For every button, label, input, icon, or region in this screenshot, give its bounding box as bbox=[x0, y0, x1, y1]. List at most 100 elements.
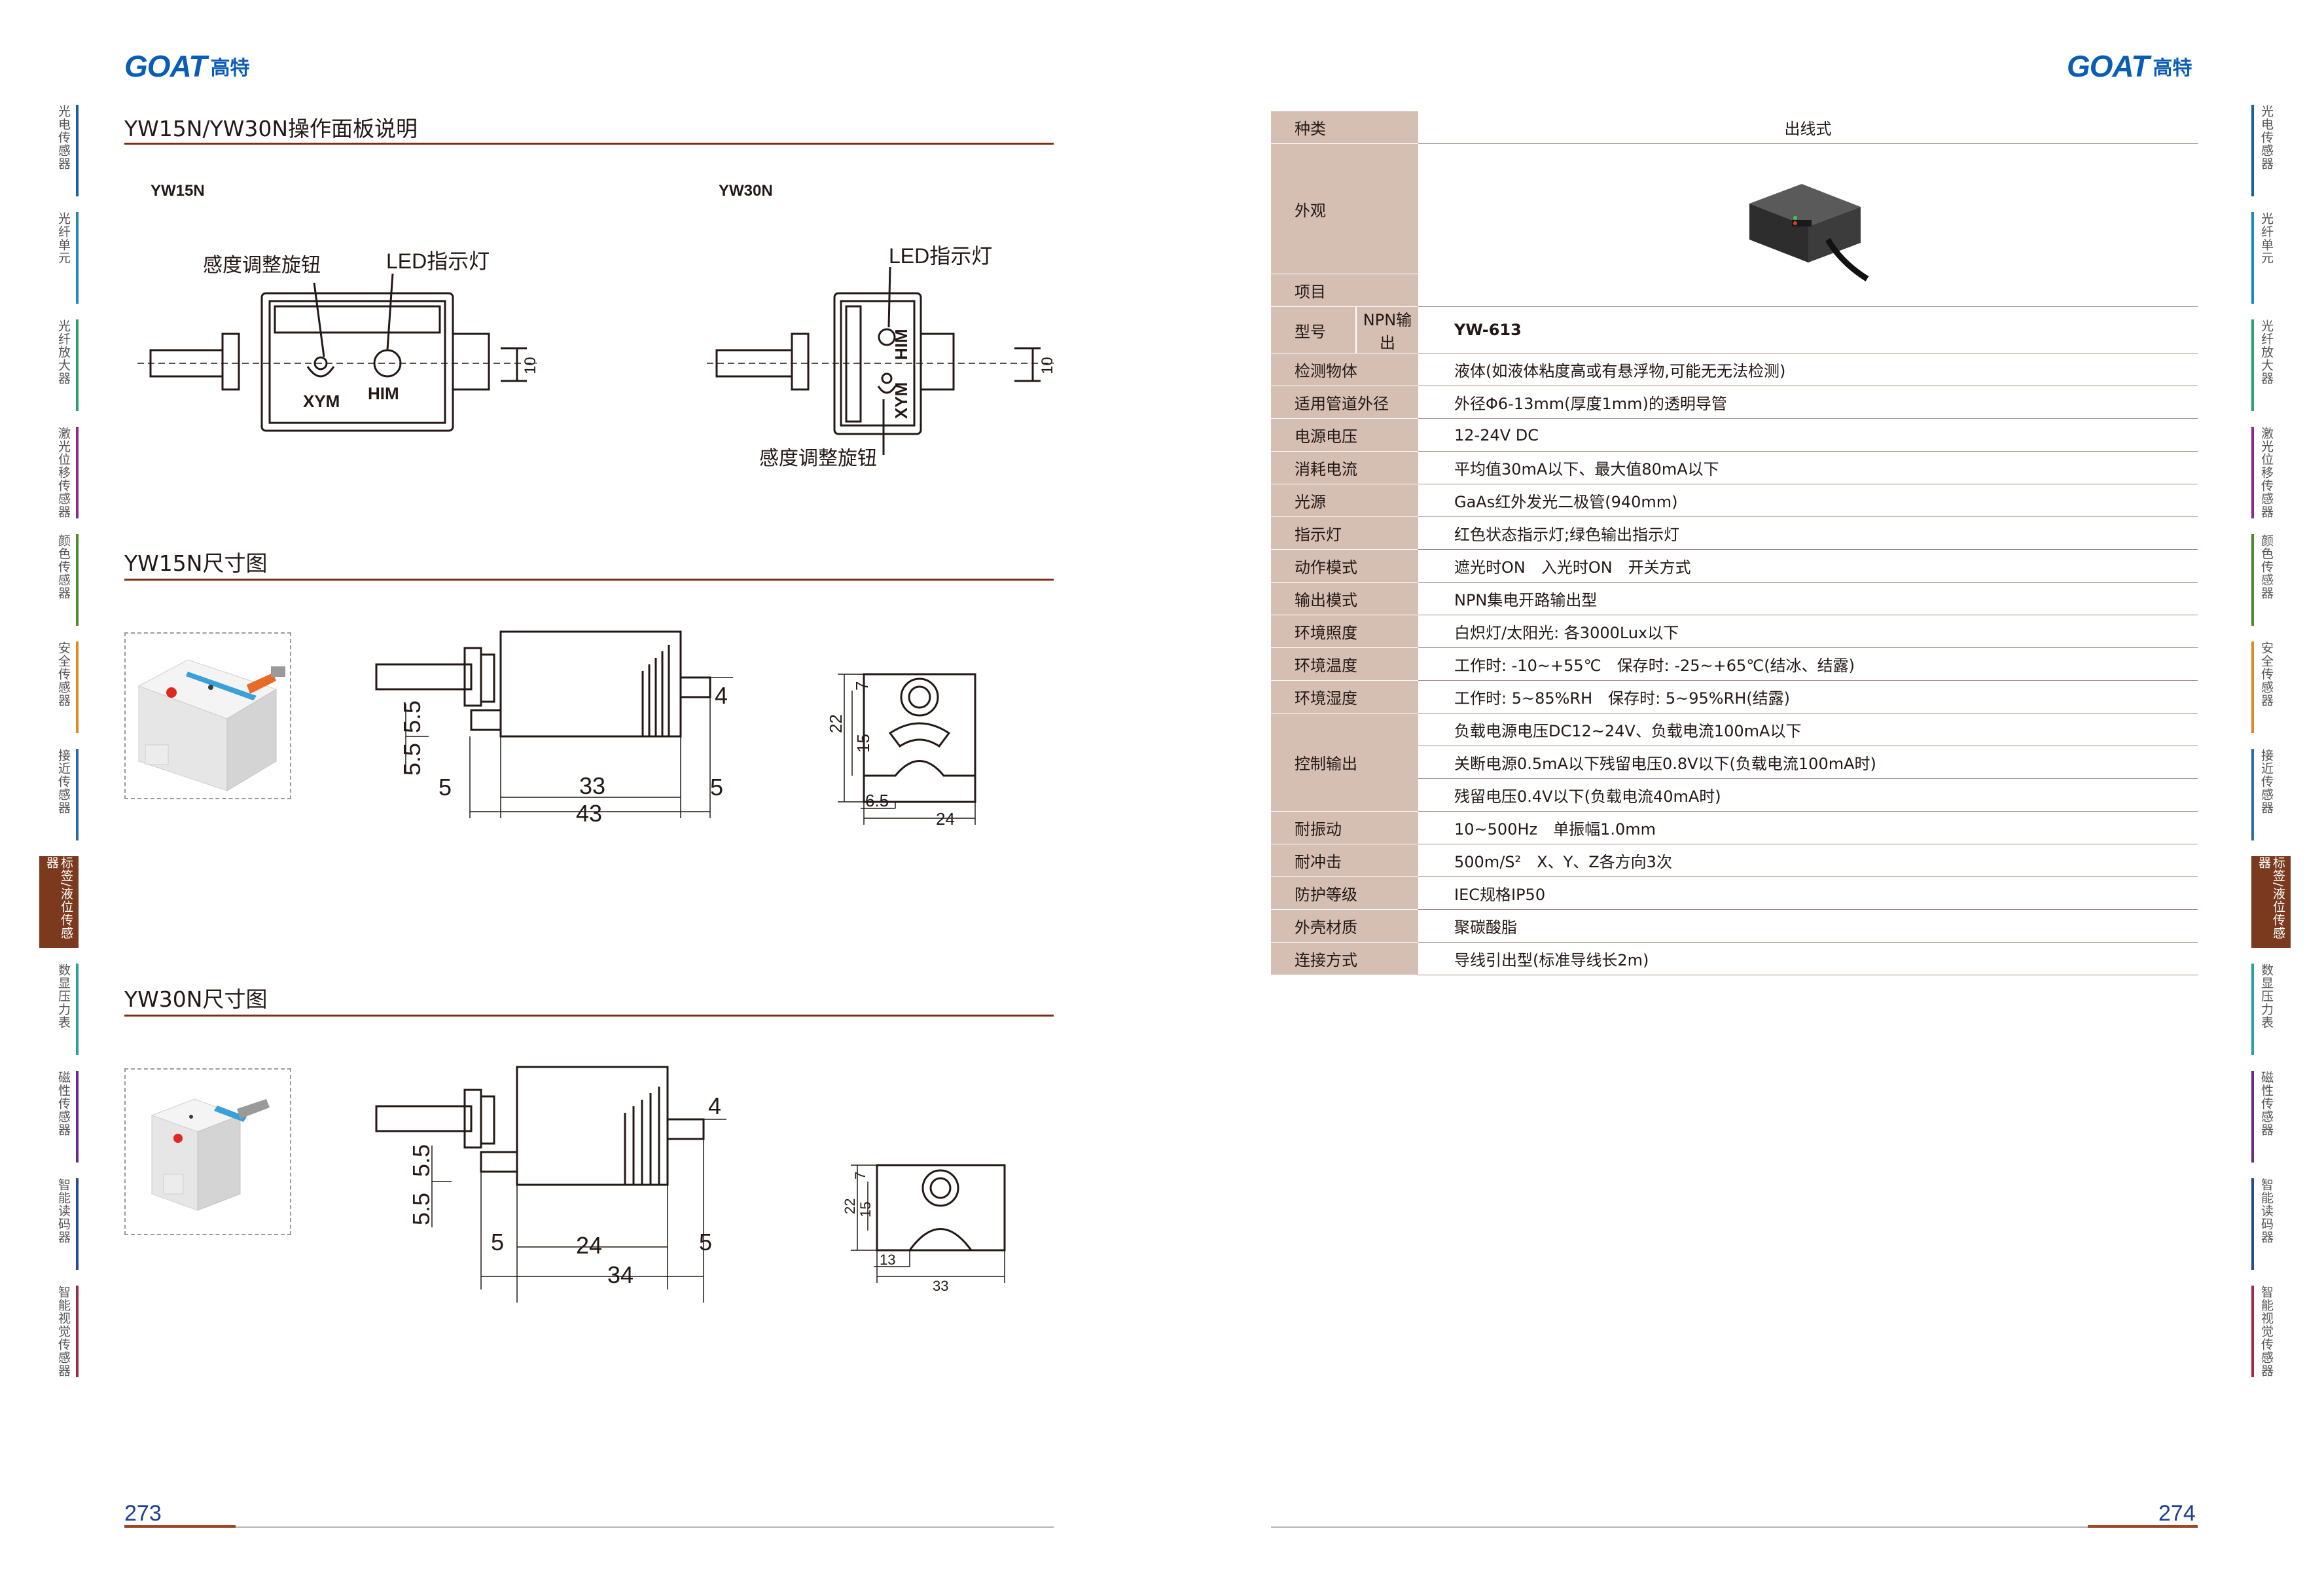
section-rule bbox=[124, 579, 1054, 581]
side-tab-color-bar bbox=[76, 319, 79, 411]
dim-6-5: 6.5 bbox=[865, 791, 889, 810]
side-tab[interactable]: 接近传感器 bbox=[2251, 749, 2291, 840]
yw15n-photo bbox=[124, 632, 291, 799]
side-tab[interactable]: 光电传感器 bbox=[39, 105, 79, 196]
side-tab[interactable]: 数显压力表 bbox=[2251, 964, 2291, 1055]
side-tab[interactable]: 颜色传感器 bbox=[2251, 534, 2291, 626]
side-tab-label: 安全传感器 bbox=[56, 641, 71, 707]
side-tab-label: 智能读码器 bbox=[56, 1178, 71, 1244]
spec-key: 耐冲击 bbox=[1271, 844, 1418, 877]
spec-key: 适用管道外径 bbox=[1271, 386, 1418, 419]
side-tab-label: 磁性传感器 bbox=[56, 1071, 71, 1136]
side-tab[interactable]: 智能读码器 bbox=[2251, 1178, 2291, 1270]
footer-accent-right bbox=[2088, 1525, 2198, 1528]
side-tab[interactable]: 磁性传感器 bbox=[2251, 1071, 2291, 1163]
side-tab[interactable]: 光纤放大器 bbox=[2251, 319, 2291, 411]
side-tab-label: 数显压力表 bbox=[56, 964, 71, 1029]
side-tab[interactable]: 标签/液位传感器 bbox=[39, 856, 79, 948]
xym-mark: XYM bbox=[303, 391, 340, 411]
dim-7: 7 bbox=[852, 1172, 868, 1180]
spec-value: 12-24V DC bbox=[1418, 418, 2198, 452]
table-row: 环境湿度工作时: 5~85%RH 保存时: 5~95%RH(结露) bbox=[1271, 680, 2198, 713]
side-tab[interactable]: 智能视觉传感器 bbox=[39, 1286, 79, 1377]
led-label-30: LED指示灯 bbox=[889, 244, 992, 268]
spec-key: 防护等级 bbox=[1271, 876, 1418, 910]
side-tab[interactable]: 光纤单元 bbox=[39, 212, 79, 304]
table-row: 指示灯红色状态指示灯;绿色输出指示灯 bbox=[1271, 516, 2198, 550]
table-row: 外壳材质聚碳酸脂 bbox=[1271, 909, 2198, 943]
table-row: 适用管道外径外径Φ6-13mm(厚度1mm)的透明导管 bbox=[1271, 386, 2198, 419]
table-row: 残留电压0.4V以下(负载电流40mA时) bbox=[1271, 778, 2198, 812]
side-tab-label: 接近传感器 bbox=[2259, 749, 2274, 814]
table-row: 控制输出负载电源电压DC12~24V、负载电流100mA以下 bbox=[1271, 713, 2198, 812]
side-tab-label: 激光位移传感器 bbox=[56, 427, 71, 518]
spec-key: 输出模式 bbox=[1271, 582, 1418, 615]
side-tab[interactable]: 光纤单元 bbox=[2251, 212, 2291, 304]
xym-mark-30: XYM bbox=[891, 382, 911, 419]
knob-label-30: 感度调整旋钮 bbox=[759, 448, 877, 469]
spec-key: 动作模式 bbox=[1271, 549, 1418, 583]
side-tab-label: 光纤单元 bbox=[56, 212, 71, 264]
side-tab[interactable]: 数显压力表 bbox=[39, 964, 79, 1055]
him-mark: HIM bbox=[368, 384, 399, 403]
side-tab-label: 颜色传感器 bbox=[2259, 534, 2274, 600]
spec-value: 外径Φ6-13mm(厚度1mm)的透明导管 bbox=[1418, 386, 2198, 419]
side-tab[interactable]: 磁性传感器 bbox=[39, 1071, 79, 1163]
side-tab-label: 光纤放大器 bbox=[2259, 319, 2274, 385]
dim-34: 34 bbox=[607, 1261, 634, 1288]
table-row: 环境温度工作时: -10~+55℃ 保存时: -25~+65℃(结冰、结露) bbox=[1271, 647, 2198, 681]
spec-value: 工作时: 5~85%RH 保存时: 5~95%RH(结露) bbox=[1418, 680, 2198, 713]
dim-4: 4 bbox=[715, 682, 728, 709]
spec-key: 项目 bbox=[1271, 274, 1418, 307]
side-tab-label: 智能视觉传感器 bbox=[2259, 1286, 2274, 1377]
spec-key: 种类 bbox=[1271, 111, 1418, 144]
side-tab[interactable]: 光纤放大器 bbox=[39, 319, 79, 411]
side-tab[interactable]: 激光位移传感器 bbox=[2251, 427, 2291, 518]
spec-subkey: NPN输出 bbox=[1355, 306, 1418, 353]
side-tab-color-bar bbox=[2251, 964, 2254, 1055]
side-tab-color-bar bbox=[76, 1178, 79, 1270]
dim-13: 13 bbox=[880, 1252, 895, 1268]
dim-33: 33 bbox=[933, 1278, 948, 1294]
spec-value: NPN集电开路输出型 bbox=[1418, 582, 2198, 615]
yw15n-label: YW15N bbox=[151, 182, 205, 200]
spec-key: 消耗电流 bbox=[1271, 451, 1418, 484]
dim-5-5-b: 5.5 bbox=[399, 743, 425, 776]
table-row: 环境照度白炽灯/太阳光: 各3000Lux以下 bbox=[1271, 615, 2198, 648]
side-tab[interactable]: 标签/液位传感器 bbox=[2251, 856, 2291, 948]
side-tab[interactable]: 安全传感器 bbox=[2251, 641, 2291, 733]
side-tab-label: 光纤放大器 bbox=[56, 319, 71, 385]
side-tab[interactable]: 智能视觉传感器 bbox=[2251, 1286, 2291, 1377]
table-row: 连接方式导线引出型(标准导线长2m) bbox=[1271, 942, 2198, 975]
side-tab-color-bar bbox=[2251, 1178, 2254, 1270]
side-tab[interactable]: 光电传感器 bbox=[2251, 105, 2291, 196]
spec-key: 环境照度 bbox=[1271, 615, 1418, 648]
side-tab[interactable]: 智能读码器 bbox=[39, 1178, 79, 1270]
side-tab[interactable]: 颜色传感器 bbox=[39, 534, 79, 626]
footer-accent-left bbox=[124, 1525, 236, 1528]
spec-key: 外壳材质 bbox=[1271, 909, 1418, 943]
product-photo bbox=[1749, 184, 1868, 281]
knob-label: 感度调整旋钮 bbox=[203, 255, 321, 276]
yw30n-panel-diagram: LED指示灯 HIM XYM 感度调整旋钮 10 bbox=[707, 244, 1056, 469]
side-tab[interactable]: 安全传感器 bbox=[39, 641, 79, 733]
yw30n-side-view: 4 5.5 5.5 5 24 5 34 bbox=[375, 1066, 726, 1303]
table-row: 消耗电流平均值30mA以下、最大值80mA以下 bbox=[1271, 451, 2198, 484]
side-tab[interactable]: 接近传感器 bbox=[39, 749, 79, 840]
product-photo-cell bbox=[1418, 143, 2198, 307]
yw30n-dim-title: YW30N尺寸图 bbox=[124, 986, 268, 1012]
spec-value: 负载电源电压DC12~24V、负载电流100mA以下 bbox=[1418, 713, 2198, 746]
side-tab-color-bar bbox=[2251, 749, 2254, 840]
spec-key: 指示灯 bbox=[1271, 516, 1418, 550]
spec-value: IEC规格IP50 bbox=[1418, 876, 2198, 910]
side-tab[interactable]: 激光位移传感器 bbox=[39, 427, 79, 518]
spec-key: 环境温度 bbox=[1271, 647, 1418, 681]
side-tab-color-bar bbox=[76, 427, 79, 518]
brand-logo-right: GOAT 高特 bbox=[2067, 49, 2192, 83]
spec-key: 光源 bbox=[1271, 484, 1418, 517]
spec-key: 外观 bbox=[1271, 143, 1418, 274]
